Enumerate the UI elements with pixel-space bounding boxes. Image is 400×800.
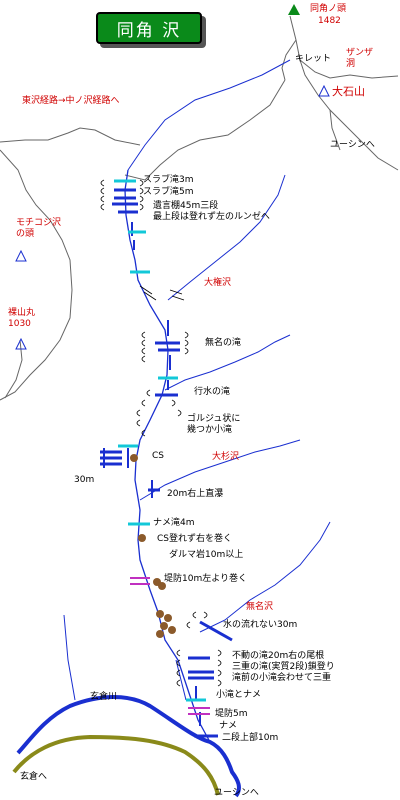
summit-marker-icon — [288, 4, 300, 15]
waterfall-label: 行水の滝 — [194, 387, 231, 397]
main-stream — [124, 169, 211, 743]
waterfall-label: 堤防5m — [215, 709, 248, 719]
toki-route-label: 東沢経路→中ノ沢経路へ — [22, 96, 120, 106]
waterfall-label: 二段上部10m — [222, 733, 279, 743]
omitsuyama-label: 大石山 — [332, 85, 365, 98]
gorge-hatches — [100, 179, 222, 687]
waterfall-label: ナメ — [219, 721, 238, 731]
waterfall-label: 20m右上直瀑 — [167, 489, 224, 499]
road-line — [12, 734, 220, 796]
summit-elevation: 1482 — [318, 16, 341, 26]
waterfall-label: ゴルジュ状に 幾つか小滝 — [187, 414, 241, 435]
waterfall-label: 小滝とナメ — [216, 690, 262, 700]
summit-label: 同角ノ頭 — [310, 4, 347, 14]
hadakayama-label: 裸山丸 1030 — [8, 308, 36, 329]
peak-marker-icon — [15, 337, 27, 350]
weir-marks — [130, 577, 210, 715]
rapids-ticks — [139, 285, 185, 301]
genkura-river — [16, 695, 241, 798]
mumeizawa-label: 無名沢 — [246, 602, 274, 612]
waterfall-bars — [100, 188, 233, 738]
waterfall-label: 堤防10m左より巻く — [164, 574, 248, 584]
waterfall-label: スラブ滝3m — [143, 175, 194, 185]
waterfall-label: 不動の滝20m右の尾根 三重の滝(実質2段)鎖登り 滝前の小滝会わせて三重 — [232, 651, 335, 683]
waterfall-label: CS登れず右を巻く — [157, 534, 232, 544]
waterfall-label: ナメ滝4m — [153, 518, 195, 528]
okuratsu-label: 大権沢 — [204, 278, 232, 288]
waterfall-label: CS — [152, 451, 164, 461]
osugizawa-label: 大杉沢 — [212, 452, 240, 462]
peak-marker-icon — [318, 84, 330, 97]
peak-marker-icon — [15, 249, 27, 262]
zanza-label: ザンザ 洞 — [346, 48, 374, 69]
mochikoji-label: モチコジ沢 の頭 — [16, 218, 62, 239]
waterfall-label: スラブ滝5m — [143, 187, 194, 197]
map-title: 同角 沢 — [96, 12, 202, 44]
tributaries — [63, 59, 331, 701]
kiretto-label: キレット — [295, 54, 332, 64]
genkura-he-label: 玄倉へ — [20, 772, 48, 782]
rock-marks — [130, 454, 176, 638]
waterfall-label: 水の流れない30m — [223, 620, 298, 630]
fall-drops — [103, 222, 201, 726]
waterfall-label: 無名の滝 — [205, 338, 242, 348]
yushin-lower-label: ユーシンへ — [214, 788, 259, 798]
yushin-upper-label: ユーシンへ — [330, 140, 375, 150]
genkuragawa-label: 玄倉川 — [90, 692, 118, 702]
ridge-lines — [0, 15, 399, 401]
waterfall-label: ダルマ岩10m以上 — [169, 550, 244, 560]
waterfall-label: 30m — [74, 475, 95, 485]
slab-segments — [114, 179, 206, 702]
waterfall-label: 遺言棚45m三段 最上段は登れず左のルンゼへ — [153, 201, 270, 222]
